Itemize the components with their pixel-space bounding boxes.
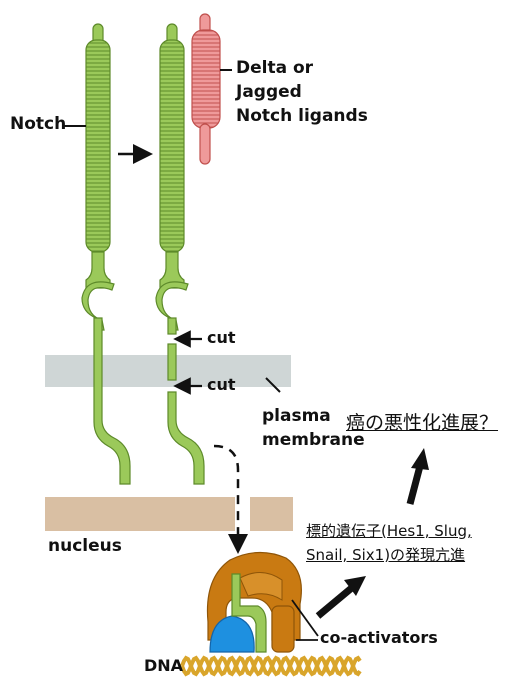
malignancy-text: 癌の悪性化進展？: [346, 408, 498, 435]
plasma-label: plasma: [262, 406, 331, 426]
malignancy-arrowhead: [411, 448, 429, 470]
notch-receptor-left: [82, 24, 130, 484]
malignancy-arrow: [410, 466, 420, 504]
transcription-complex: [207, 552, 301, 652]
notch-label: Notch: [10, 114, 66, 134]
dna-label: DNA: [144, 656, 183, 675]
coactivators-label: co-activators: [320, 628, 438, 647]
nuclear-envelope-right: [250, 497, 293, 531]
dna-helix: [182, 658, 360, 674]
ligand-label-line2: Jagged: [236, 82, 302, 102]
delta-jagged-ligand: [192, 14, 220, 164]
nucleus-label: nucleus: [48, 536, 122, 556]
nuclear-envelope-left: [45, 497, 235, 531]
ligand-label-line1: Delta or: [236, 58, 313, 78]
cut-label-1: cut: [207, 328, 236, 347]
target-genes-line1: 標的遺伝子(Hes1, Slug,: [306, 520, 472, 541]
target-genes-line2: Snail, Six1)の発現亢進: [306, 544, 465, 565]
expression-arrow: [318, 586, 354, 616]
cut-label-2: cut: [207, 375, 236, 394]
ligand-label-line3: Notch ligands: [236, 106, 368, 126]
